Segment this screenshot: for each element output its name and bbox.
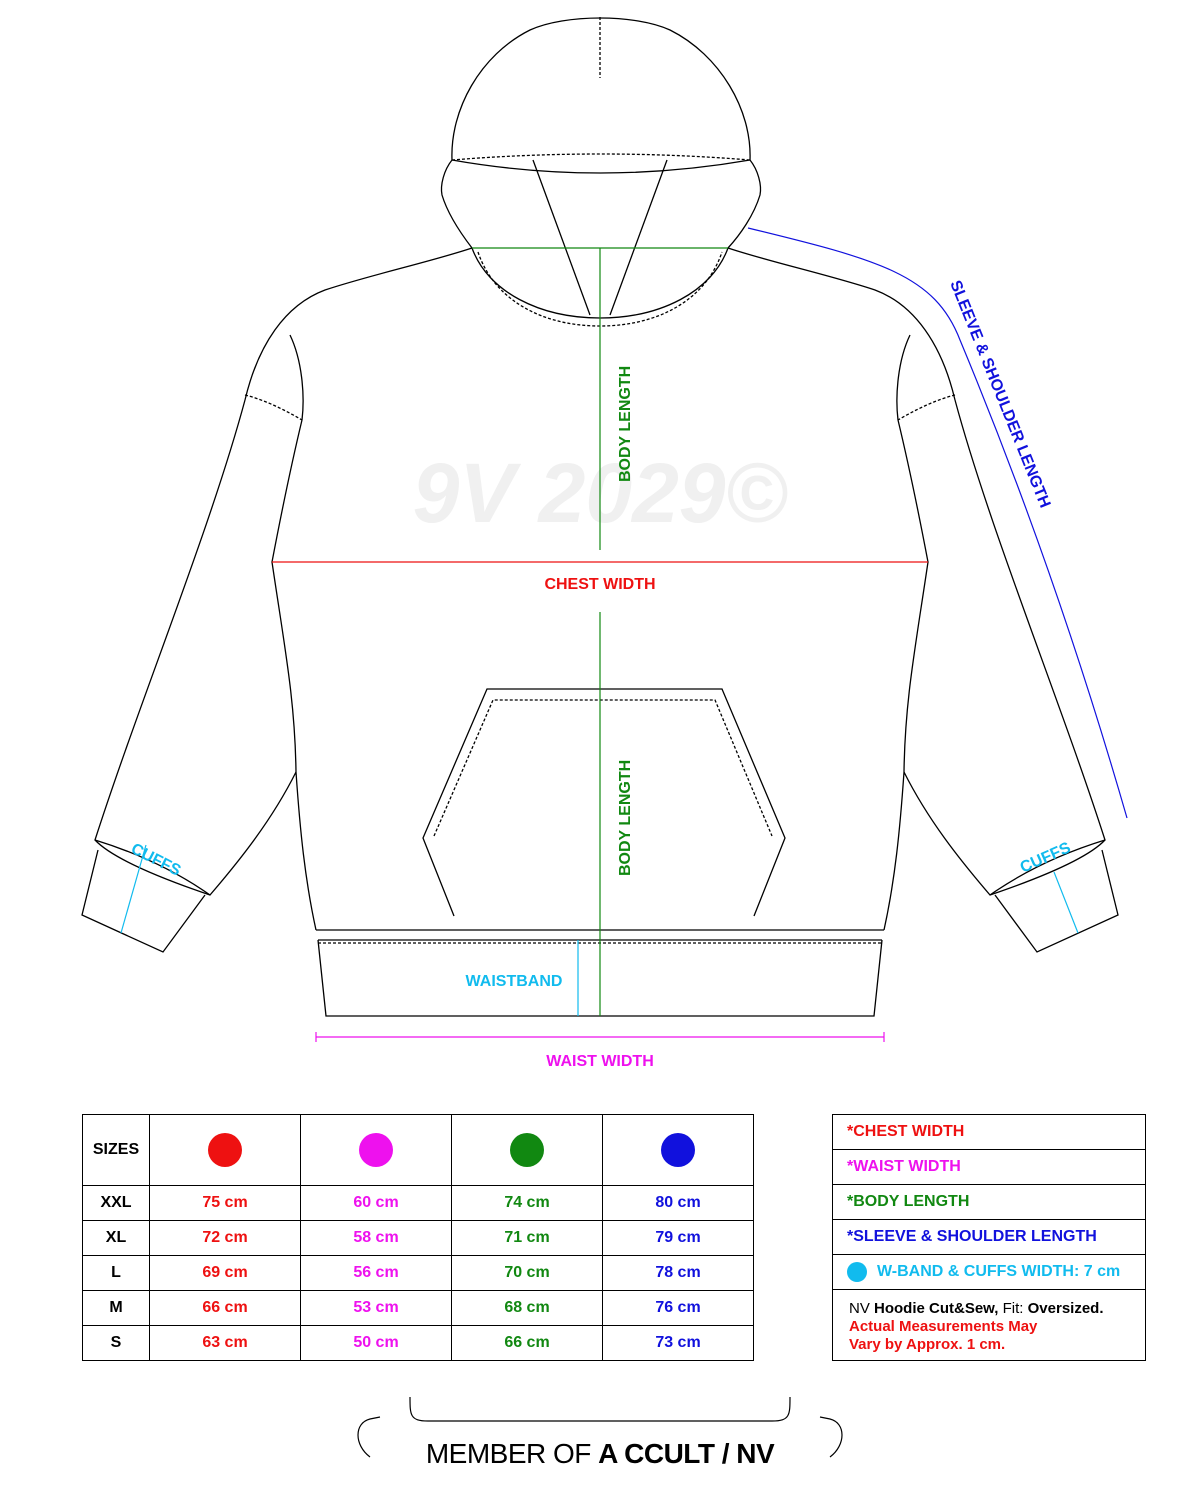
size-cell: XL <box>82 1220 150 1256</box>
legend-waist: *WAIST WIDTH <box>833 1150 1145 1185</box>
measure-waistband: WAISTBAND <box>466 940 579 1016</box>
footer-text: MEMBER OF A CCULT / NV <box>0 1438 1200 1470</box>
chest-color-dot <box>208 1133 242 1167</box>
note-brand: NV <box>849 1300 875 1317</box>
table-row: S 63 cm 50 cm 66 cm 73 cm <box>82 1325 754 1361</box>
measure-sleeve: SLEEVE & SHOULDER LENGTH <box>747 227 1128 819</box>
size-table: SIZES XXL 75 cm 60 cm 74 cm 80 cm XL 72 … <box>82 1114 754 1361</box>
measure-chest: CHEST WIDTH <box>272 561 928 593</box>
body-cell: 68 cm <box>451 1290 603 1326</box>
sleeve-color-dot <box>661 1133 695 1167</box>
legend-note: NV Hoodie Cut&Sew, Fit: Oversized. Actua… <box>833 1290 1145 1360</box>
sleeve-cell: 76 cm <box>602 1290 754 1326</box>
body-color-dot <box>510 1133 544 1167</box>
size-cell: XXL <box>82 1185 150 1221</box>
legend-sleeve: *SLEEVE & SHOULDER LENGTH <box>833 1220 1145 1255</box>
legend-band: W-BAND & CUFFS WIDTH: 7 cm <box>833 1255 1145 1290</box>
table-row: XL 72 cm 58 cm 71 cm 79 cm <box>82 1220 754 1256</box>
waist-cell: 50 cm <box>300 1325 452 1361</box>
body-cell: 66 cm <box>451 1325 603 1361</box>
note-warning-2: Vary by Approx. 1 cm. <box>849 1336 1006 1353</box>
waist-cell: 53 cm <box>300 1290 452 1326</box>
hoodie-diagram: 9V 2029© <box>81 17 1128 1070</box>
chest-cell: 66 cm <box>149 1290 301 1326</box>
size-cell: S <box>82 1325 150 1361</box>
label-body-length-top: BODY LENGTH <box>617 366 634 482</box>
chest-cell: 63 cm <box>149 1325 301 1361</box>
legend-chest: *CHEST WIDTH <box>833 1115 1145 1150</box>
note-product: Hoodie Cut&Sew, <box>874 1300 999 1317</box>
measure-waist: WAIST WIDTH <box>315 1032 885 1070</box>
chest-cell: 75 cm <box>149 1185 301 1221</box>
chest-cell: 72 cm <box>149 1220 301 1256</box>
band-color-dot <box>847 1262 867 1282</box>
table-row: XXL 75 cm 60 cm 74 cm 80 cm <box>82 1185 754 1221</box>
size-cell: L <box>82 1255 150 1291</box>
waist-color-dot <box>359 1133 393 1167</box>
waist-cell: 60 cm <box>300 1185 452 1221</box>
legend-body: *BODY LENGTH <box>833 1185 1145 1220</box>
sleeve-cell: 80 cm <box>602 1185 754 1221</box>
body-cell: 70 cm <box>451 1255 603 1291</box>
sleeve-cell: 79 cm <box>602 1220 754 1256</box>
waist-cell: 56 cm <box>300 1255 452 1291</box>
legend-box: *CHEST WIDTH *WAIST WIDTH *BODY LENGTH *… <box>832 1114 1146 1361</box>
table-row: M 66 cm 53 cm 68 cm 76 cm <box>82 1290 754 1326</box>
body-cell: 74 cm <box>451 1185 603 1221</box>
label-cuffs-right: CUFFS <box>1018 839 1074 876</box>
note-fit: Oversized. <box>1027 1300 1104 1317</box>
note-warning-1: Actual Measurements May <box>849 1318 1038 1335</box>
legend-band-label: W-BAND & CUFFS WIDTH: 7 cm <box>877 1263 1121 1280</box>
sizes-header: SIZES <box>82 1114 150 1186</box>
footer-prefix: MEMBER OF <box>425 1438 599 1469</box>
size-cell: M <box>82 1290 150 1326</box>
sleeve-cell: 78 cm <box>602 1255 754 1291</box>
footer-brace <box>357 1396 843 1458</box>
measure-body: BODY LENGTH BODY LENGTH <box>472 247 728 1016</box>
product-note: NV Hoodie Cut&Sew, Fit: Oversized. <box>849 1300 1135 1318</box>
label-waistband: WAISTBAND <box>466 973 563 990</box>
note-fit-label: Fit: <box>998 1300 1028 1317</box>
label-body-length-bottom: BODY LENGTH <box>617 760 634 876</box>
label-sleeve-shoulder: SLEEVE & SHOULDER LENGTH <box>946 278 1053 510</box>
label-waist-width: WAIST WIDTH <box>546 1053 654 1070</box>
label-cuffs-left: CUFFS <box>128 840 184 880</box>
table-header-row: SIZES <box>82 1114 754 1186</box>
chest-cell: 69 cm <box>149 1255 301 1291</box>
footer-brand: A CCULT / NV <box>598 1438 775 1469</box>
label-chest-width: CHEST WIDTH <box>544 576 655 593</box>
table-row: L 69 cm 56 cm 70 cm 78 cm <box>82 1255 754 1291</box>
waist-cell: 58 cm <box>300 1220 452 1256</box>
sleeve-cell: 73 cm <box>602 1325 754 1361</box>
body-cell: 71 cm <box>451 1220 603 1256</box>
